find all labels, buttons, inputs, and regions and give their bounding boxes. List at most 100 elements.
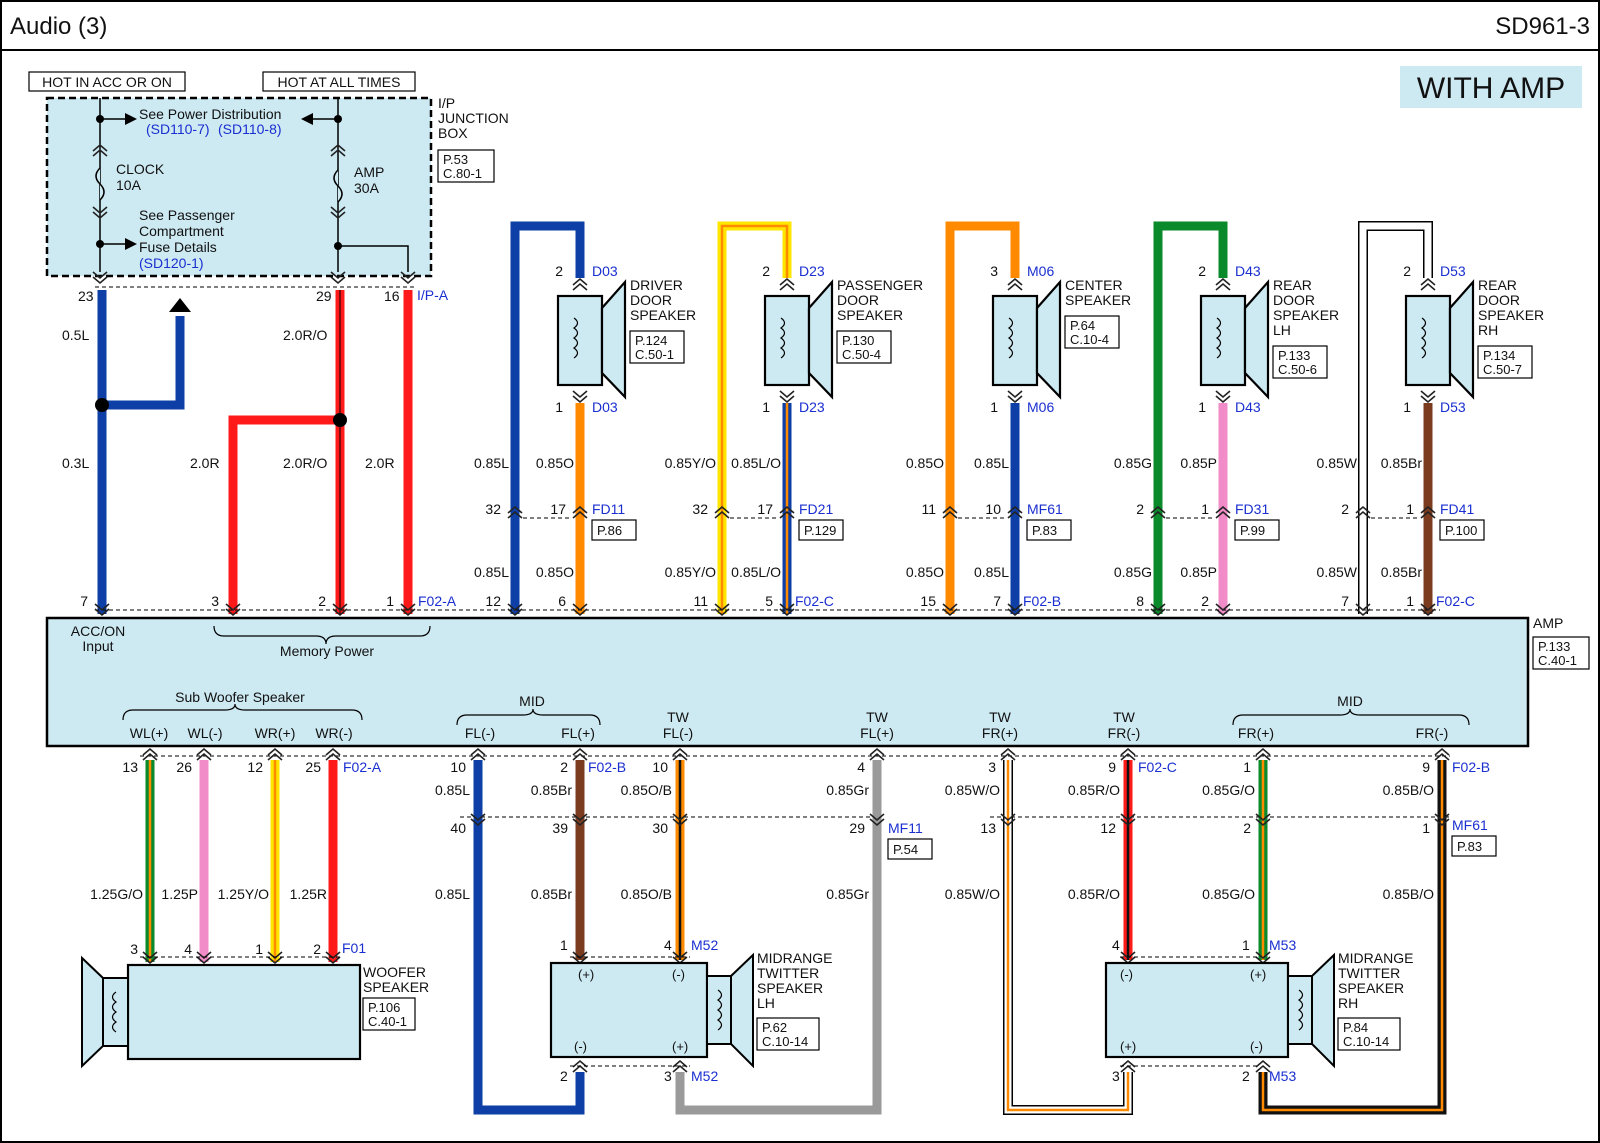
amp-top-pin: 2 <box>318 593 326 609</box>
mid-pin-left: 2 <box>1136 501 1144 517</box>
mid-rh-name-3: SPEAKER <box>1338 980 1404 996</box>
amp-bottom-conn: F02-B <box>1452 759 1490 775</box>
wire-0.3L: 0.3L <box>62 455 89 471</box>
amp-fuse-icon <box>333 169 343 203</box>
wire-label-left-a: 0.85G <box>1114 455 1152 471</box>
speaker-magnet-icon <box>1199 294 1247 387</box>
amp-bottom-label: FR(-) <box>1416 725 1449 741</box>
amp-bottom-label: WR(+) <box>255 725 296 741</box>
pass-ref: (SD120-1) <box>139 255 204 271</box>
woofer-ref-box <box>362 997 416 1031</box>
inline-pin: 13 <box>980 820 996 836</box>
speaker-conn-top: D43 <box>1235 263 1261 279</box>
mid-lh-cone-icon <box>730 952 754 1069</box>
mid-rh-pin-2: 2 <box>1242 1068 1250 1084</box>
wire-0.5L: 0.5L <box>62 327 89 343</box>
amp-bottom-label: WL(-) <box>188 725 223 741</box>
jb-conn-ip-a: I/P-A <box>417 287 449 303</box>
midrange-rh-speaker: MIDRANGE TWITTER SPEAKER RH P.84 C.10-14… <box>1104 937 1413 1084</box>
mid-conn-ref: P.83 <box>1032 523 1057 538</box>
wire-label-left-a: 0.85Y/O <box>665 455 716 471</box>
speaker-name-line: DOOR <box>1478 292 1520 308</box>
mid-rh-ref-p: P.84 <box>1343 1020 1368 1035</box>
mid-lh-name-3: SPEAKER <box>757 980 823 996</box>
amp-acc-label-1: ACC/ON <box>71 623 125 639</box>
inline-pin: 12 <box>1100 820 1116 836</box>
wire-label-left-b: 0.85G <box>1114 564 1152 580</box>
mid-conn-ref-box <box>798 519 844 541</box>
mid-conn-ref-box <box>1026 519 1072 541</box>
mid-pin-right: 17 <box>550 501 566 517</box>
speaker-ref-box <box>1477 345 1533 379</box>
speaker-name-line: RH <box>1478 322 1498 338</box>
speaker-pin-top: 2 <box>1198 263 1206 279</box>
speaker-pin-top: 2 <box>555 263 563 279</box>
jb-ref-c: C.80-1 <box>443 166 482 181</box>
ground-up-arrow-icon <box>169 298 191 312</box>
amp-bottom-label: FR(+) <box>982 725 1018 741</box>
mid-rh-tw-pos-loop-wire <box>1003 760 1133 1115</box>
amp-bottom-label: TW <box>1113 709 1136 725</box>
see-pass-2: Compartment <box>139 223 224 239</box>
mf11-conn: MF11 <box>888 820 923 836</box>
mid-lh-pol-4: (-) <box>672 967 685 982</box>
clock-fuse-name: CLOCK <box>116 161 165 177</box>
speaker-cone-icon <box>600 279 627 400</box>
jb-label-1: I/P <box>438 95 455 111</box>
mid-conn-name: FD41 <box>1440 501 1474 517</box>
speaker-loop-wire <box>945 221 1020 614</box>
mid-lh-neg-loop-wire <box>473 760 585 1115</box>
amp-bottom-pin: 26 <box>176 759 192 775</box>
amp-top-pin: 5 <box>765 593 773 609</box>
wire-label-upper: 0.85Br <box>531 782 573 798</box>
memory-power-label: Memory Power <box>280 643 374 659</box>
sub-woofer-group-label: Sub Woofer Speaker <box>175 689 305 705</box>
amp-top-conn: F02-C <box>1436 593 1475 609</box>
amp-top-pin: 2 <box>1201 593 1209 609</box>
speaker-conn-top: D03 <box>592 263 618 279</box>
amp-top-conn: F02-B <box>1023 593 1061 609</box>
amp-top-pin: 8 <box>1136 593 1144 609</box>
woofer-name-2: SPEAKER <box>363 979 429 995</box>
amp-bottom-label: FR(+) <box>1238 725 1274 741</box>
wire-label-left-a: 0.85L <box>474 455 509 471</box>
see-pass-1: See Passenger <box>139 207 235 223</box>
wire-2.0R/O-b: 2.0R/O <box>283 455 327 471</box>
clock-fuse-icon <box>95 167 105 201</box>
mid-conn-name: FD31 <box>1235 501 1269 517</box>
supply-acc-label: HOT IN ACC OR ON <box>42 74 172 90</box>
lower-wiring: WL(+)WL(-)WR(+)WR(-)FL(-)FL(+)TWFL(-)TWF… <box>90 709 1497 1115</box>
wire-label-left-b: 0.85W <box>1317 564 1358 580</box>
speaker-conn-bot: M06 <box>1027 399 1054 415</box>
speaker-name-line: SPEAKER <box>1273 307 1339 323</box>
mid-rh-pin-4: 4 <box>1112 937 1120 953</box>
wire-label-right-b: 0.85Br <box>1381 564 1423 580</box>
power-ref-1: (SD110-7) <box>146 121 210 137</box>
amp-bottom-label: TW <box>989 709 1012 725</box>
mid-rh-name-1: MIDRANGE <box>1338 950 1413 966</box>
amp-bottom-pin: 13 <box>122 759 138 775</box>
jb-pin-16: 16 <box>384 288 400 304</box>
woofer-pin: 1 <box>255 941 263 957</box>
speaker-conn-bot: D03 <box>592 399 618 415</box>
jb-pin-23: 23 <box>78 288 94 304</box>
mf11-ref-box <box>887 838 933 860</box>
wire-label-lower: 0.85B/O <box>1383 886 1434 902</box>
speaker-pin-top: 3 <box>990 263 998 279</box>
woofer-name-1: WOOFER <box>363 964 426 980</box>
mid-conn-ref-box <box>1439 519 1485 541</box>
mid-lh-ref-c: C.10-14 <box>762 1034 808 1049</box>
variant-label: WITH AMP <box>1417 72 1565 105</box>
speaker-cone-icon <box>1448 279 1475 400</box>
see-power-label: See Power Distribution <box>139 106 281 122</box>
speaker-ref-box <box>629 330 685 364</box>
power-ref-2: (SD110-8) <box>218 121 282 137</box>
wire-label-lower: 0.85L <box>435 886 470 902</box>
amp-bottom-pin: 10 <box>450 759 466 775</box>
mid-lh-pin-2: 2 <box>560 1068 568 1084</box>
mid-lh-ref-box <box>756 1017 820 1051</box>
amp-top-conn: F02-C <box>795 593 834 609</box>
